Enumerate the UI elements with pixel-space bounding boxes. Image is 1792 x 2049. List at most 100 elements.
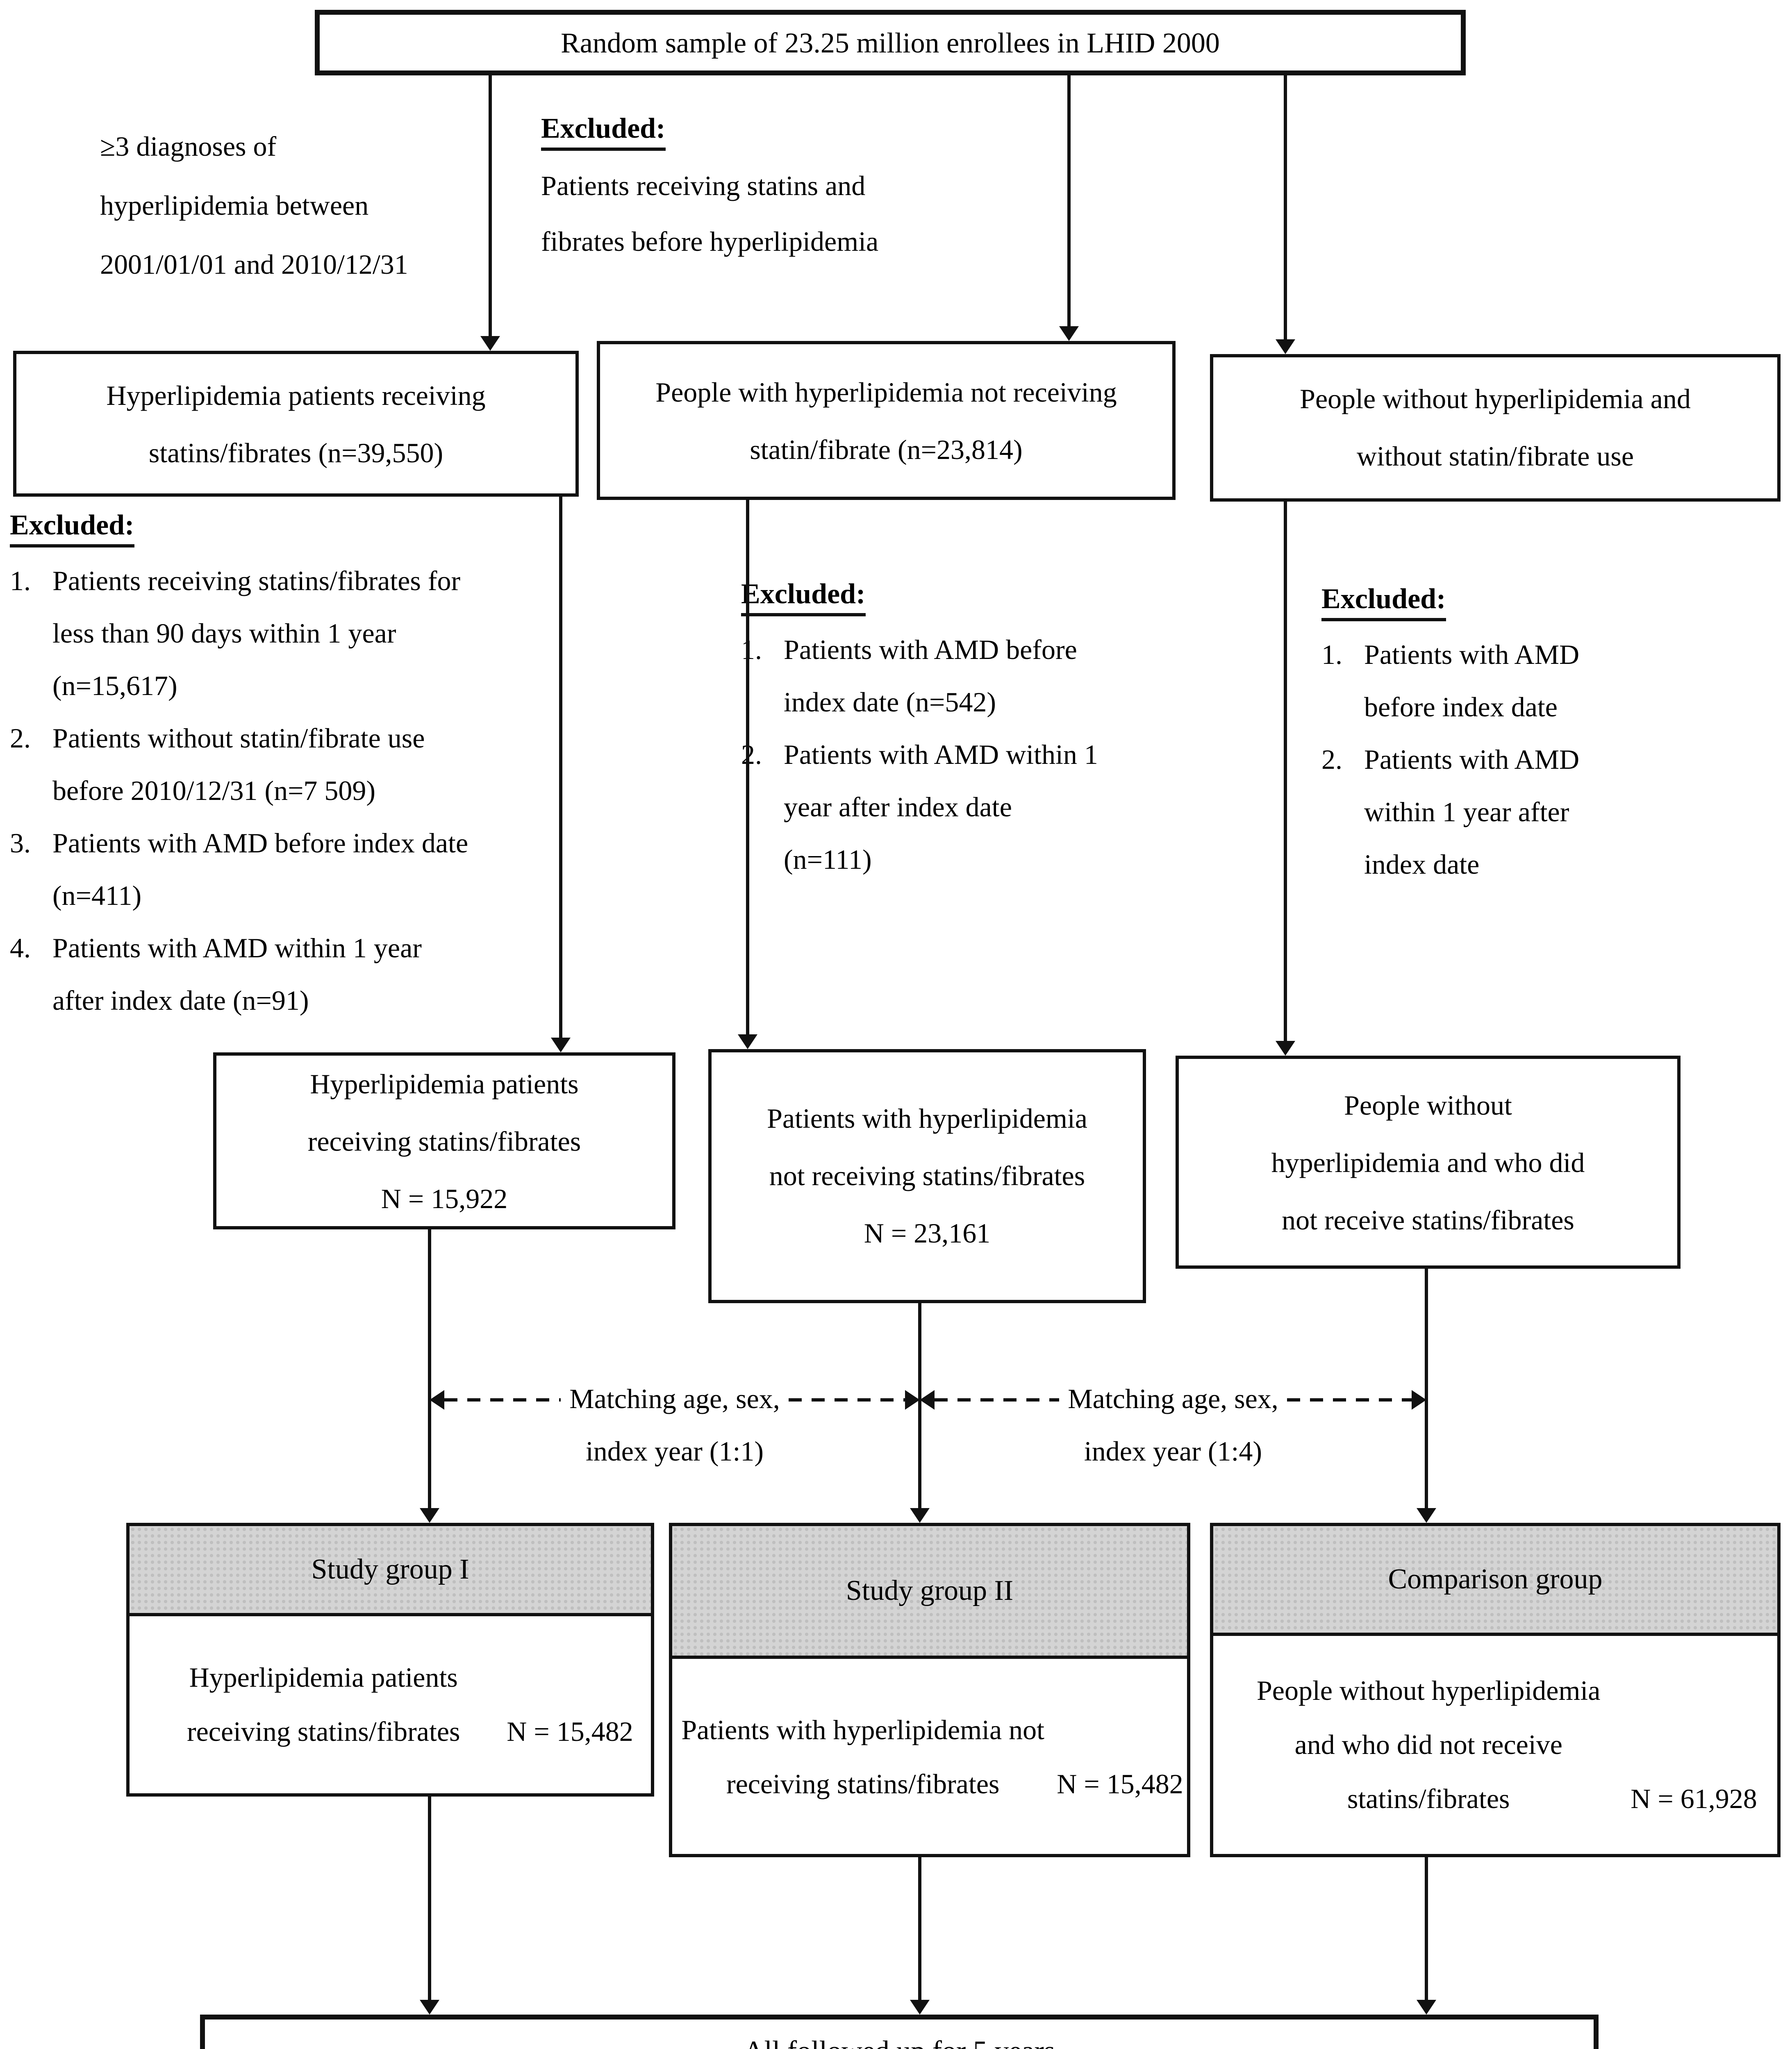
arrow-row1-to-row2-right-head: [1276, 1041, 1295, 1056]
arrow-row3-to-bottom-middle-head: [910, 2000, 930, 2015]
box-row2-middle-body: Patients with hyperlipidemia not receivi…: [767, 1103, 1087, 1192]
exclusion-middle-heading: Excluded:: [741, 574, 866, 616]
arrow-top-to-row1-right-head: [1276, 339, 1295, 354]
box-row2-middle-text: Patients with hyperlipidemia not receivi…: [759, 1090, 1095, 1262]
list-item: 3. Patients with AMD before index date (…: [10, 818, 567, 923]
dashed-line: [788, 1398, 905, 1402]
list-item: 2. Patients with AMD within 1 year after…: [741, 729, 1233, 887]
box-row1-statin-fibrate-patients: Hyperlipidemia patients receiving statin…: [13, 351, 579, 497]
arrow-top-to-row1-middle-line: [1067, 75, 1071, 328]
exclusion-top-heading: Excluded:: [541, 108, 666, 151]
matching-arrow-1-1: Matching age, sex,: [430, 1383, 920, 1416]
note-diagnosis-criteria: ≥3 diagnoses of hyperlipidemia between 2…: [100, 131, 408, 280]
list-item-number: 2.: [1321, 744, 1342, 775]
study-group-2-desc: Patients with hyperlipidemia not receivi…: [681, 1714, 1045, 1799]
box-row1-no-statin-fibrate-patients: People with hyperlipidemia not receiving…: [597, 341, 1176, 500]
arrow-row2-to-row3-left-line: [428, 1229, 431, 1508]
box-row2-statin-fibrate-cohort: Hyperlipidemia patients receiving statin…: [213, 1052, 675, 1229]
study-group-1-desc: Hyperlipidemia patients receiving statin…: [186, 1662, 460, 1747]
matching-label-line2: index year (1:1): [585, 1436, 764, 1467]
arrow-row3-to-bottom-middle-line: [918, 1857, 921, 2000]
arrow-row1-to-row2-middle-line: [746, 500, 749, 1034]
list-item: 1. Patients with AMD before index date (…: [741, 625, 1233, 729]
list-item-number: 2.: [10, 723, 31, 754]
list-item-text: Patients with AMD before index date (n=4…: [52, 828, 468, 911]
list-item-number: 1.: [1321, 639, 1342, 670]
study-group-2-n: N = 15,482: [1057, 1768, 1183, 1799]
exclusion-left-heading: Excluded:: [10, 505, 134, 547]
exclusion-top: Excluded: Patients receiving statins and…: [541, 108, 951, 270]
list-item-number: 4.: [10, 933, 31, 964]
box-row1-right-text: People without hyperlipidemia and withou…: [1300, 384, 1691, 472]
comparison-group-text: People without hyperlipidemia and who di…: [1233, 1664, 1757, 1826]
list-item-text: Patients with AMD within 1 year after in…: [1364, 744, 1580, 880]
box-followup: All followed up for 5 years: [200, 2015, 1599, 2049]
arrow-row1-to-row2-left-head: [551, 1038, 571, 1052]
dashed-line: [444, 1398, 562, 1402]
box-row2-right-text: People without hyperlipidemia and who di…: [1271, 1089, 1585, 1235]
exclusion-list-right: Excluded: 1. Patients with AMD before in…: [1321, 579, 1748, 892]
box-row2-left-text: Hyperlipidemia patients receiving statin…: [268, 1055, 621, 1227]
arrow-row1-to-row2-right-line: [1284, 502, 1287, 1041]
list-item-number: 2.: [741, 739, 762, 770]
arrow-top-to-row1-middle-head: [1059, 326, 1079, 341]
box-row2-untreated-cohort: Patients with hyperlipidemia not receivi…: [708, 1049, 1146, 1303]
arrow-row3-to-bottom-right-line: [1425, 1857, 1428, 2000]
list-item: 1. Patients receiving statins/fibrates f…: [10, 556, 567, 713]
box-random-sample-text: Random sample of 23.25 million enrollees…: [561, 26, 1220, 59]
arrow-top-to-row1-left-head: [480, 336, 500, 351]
matching-label-line1: Matching age, sex,: [569, 1383, 780, 1415]
arrow-left-head: [430, 1390, 444, 1410]
list-item-text: Patients without statin/fibrate use befo…: [52, 723, 425, 806]
box-row1-no-hyperlipidemia: People without hyperlipidemia and withou…: [1210, 354, 1781, 502]
dashed-line: [935, 1398, 1060, 1402]
matching-label-line1: Matching age, sex,: [1068, 1383, 1278, 1415]
arrow-left-head: [920, 1390, 935, 1410]
list-item-text: Patients with AMD within 1 year after in…: [52, 933, 422, 1016]
matching-label-line2: index year (1:4): [1084, 1436, 1262, 1467]
list-item: 4. Patients with AMD within 1 year after…: [10, 923, 567, 1028]
dashed-line: [1286, 1398, 1412, 1402]
list-item-text: Patients with AMD before index date: [1364, 639, 1580, 723]
exclusion-list-middle: Excluded: 1. Patients with AMD before in…: [741, 574, 1233, 887]
arrow-row3-to-bottom-right-head: [1417, 2000, 1436, 2015]
box-study-group-1: Study group I Hyperlipidemia patients re…: [126, 1523, 654, 1797]
box-followup-text: All followed up for 5 years: [744, 2034, 1055, 2049]
box-study-group-2: Study group II Patients with hyperlipide…: [669, 1523, 1190, 1857]
list-item-number: 1.: [10, 566, 31, 597]
arrow-row2-to-row3-right-line: [1425, 1269, 1428, 1508]
list-item-number: 1.: [741, 634, 762, 666]
box-random-sample: Random sample of 23.25 million enrollees…: [315, 10, 1466, 75]
study-group-1-header: Study group I: [130, 1526, 651, 1616]
study-group-2-text: Patients with hyperlipidemia not receivi…: [676, 1702, 1183, 1810]
arrow-top-to-row1-right-line: [1284, 75, 1287, 341]
box-row1-middle-text: People with hyperlipidemia not receiving…: [655, 376, 1117, 465]
arrow-right-head: [1412, 1390, 1426, 1410]
exclusion-top-text: Patients receiving statins and fibrates …: [541, 170, 879, 257]
comparison-group-desc: People without hyperlipidemia and who di…: [1256, 1675, 1601, 1815]
list-item-text: Patients receiving statins/fibrates for …: [52, 566, 461, 702]
box-row1-left-text: Hyperlipidemia patients receiving statin…: [106, 379, 486, 468]
box-row2-comparison-cohort: People without hyperlipidemia and who di…: [1176, 1056, 1681, 1269]
exclusion-list-left: Excluded: 1. Patients receiving statins/…: [10, 505, 567, 1028]
study-group-2-body: Patients with hyperlipidemia not receivi…: [672, 1659, 1187, 1854]
arrow-row1-to-row2-middle-head: [738, 1034, 757, 1049]
box-row2-middle-n: N = 23,161: [864, 1218, 991, 1249]
arrow-row2-to-row3-middle-head: [910, 1508, 930, 1523]
matching-arrow-1-4: Matching age, sex,: [920, 1383, 1426, 1416]
list-item: 1. Patients with AMD before index date: [1321, 629, 1748, 734]
list-item: 2. Patients without statin/fibrate use b…: [10, 713, 567, 818]
study-group-1-body: Hyperlipidemia patients receiving statin…: [130, 1616, 651, 1793]
comparison-group-body: People without hyperlipidemia and who di…: [1213, 1636, 1777, 1854]
comparison-group-header: Comparison group: [1213, 1526, 1777, 1636]
box-row2-left-n: N = 15,922: [381, 1183, 508, 1214]
list-item-text: Patients with AMD within 1 year after in…: [784, 739, 1098, 875]
box-comparison-group: Comparison group People without hyperlip…: [1210, 1523, 1781, 1857]
study-group-1-n: N = 15,482: [507, 1716, 633, 1747]
arrow-row1-to-row2-left-line: [559, 497, 562, 1038]
arrow-row2-to-row3-right-head: [1417, 1508, 1436, 1523]
arrow-row3-to-bottom-left-line: [428, 1797, 431, 2000]
list-item-number: 3.: [10, 828, 31, 859]
arrow-row2-to-row3-left-head: [420, 1508, 439, 1523]
